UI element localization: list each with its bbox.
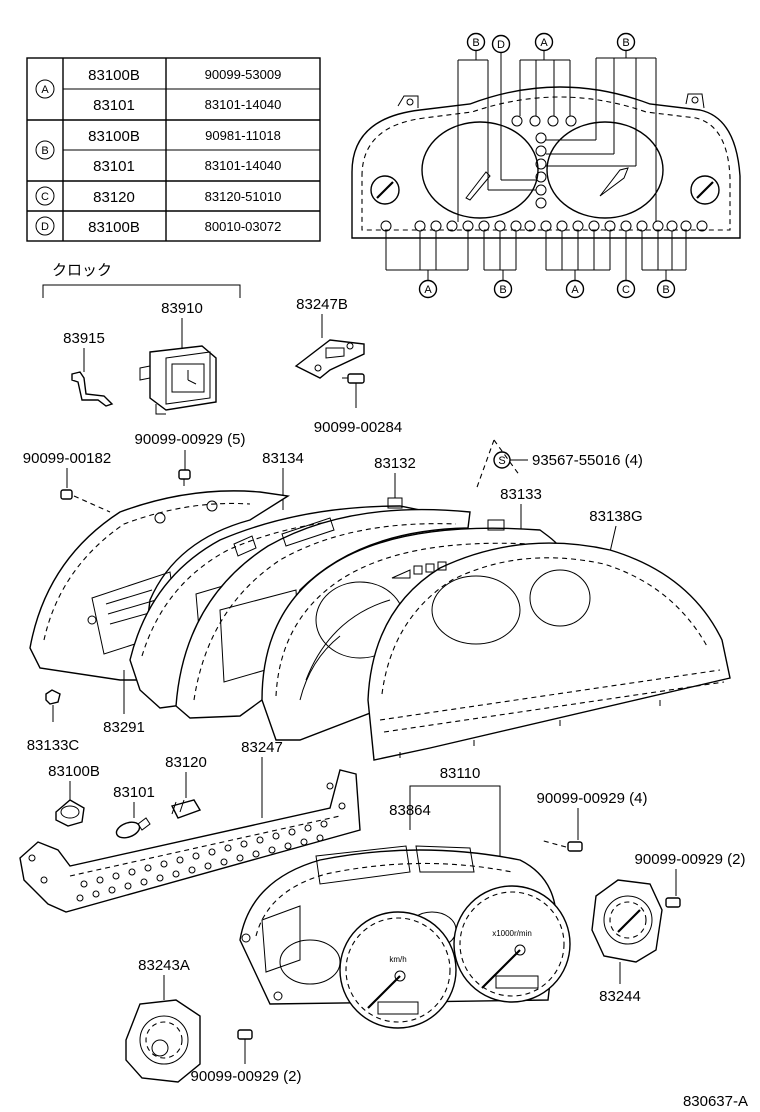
- bulb-socket-table: A B C D 83100B 90099-53009 83101 83101-1…: [26, 57, 321, 242]
- label-83915: 83915: [63, 330, 105, 347]
- table-key-b: B: [35, 140, 55, 160]
- table-part-1: 83100B: [88, 67, 140, 84]
- label-90099-00929-2a: 90099-00929 (2): [635, 851, 746, 868]
- svg-text:B: B: [622, 37, 629, 49]
- svg-text:B: B: [41, 145, 48, 157]
- rear-key-bottom-b2: B: [656, 279, 676, 299]
- svg-text:A: A: [540, 37, 548, 49]
- table-part-3: 83100B: [88, 128, 140, 145]
- rear-key-bottom-b1: B: [493, 279, 513, 299]
- svg-text:B: B: [472, 37, 479, 49]
- gauge-83244: [591, 879, 663, 963]
- cluster-rear-view: B D A B A B A C B: [351, 32, 741, 299]
- label-83132: 83132: [374, 455, 416, 472]
- part-83133c: [45, 689, 61, 722]
- clock-group-label: クロック: [52, 262, 112, 279]
- part-83247b: 83247B 90099-00284: [294, 296, 402, 436]
- screw-90099-00929-4: [539, 808, 583, 852]
- label-83291: 83291: [103, 719, 145, 736]
- svg-text:83247B: 83247B: [296, 296, 348, 313]
- svg-text:C: C: [622, 284, 630, 296]
- screw-90099-00929-2a: [665, 869, 681, 908]
- table-part-5: 83120: [93, 189, 135, 206]
- rear-key-bottom-a2: A: [565, 279, 585, 299]
- svg-text:S: S: [498, 455, 505, 467]
- label-90099-00929-4: 90099-00929 (4): [537, 790, 648, 807]
- clock-bracket-part: [71, 371, 114, 407]
- rear-key-top-d: D: [491, 34, 511, 54]
- svg-text:A: A: [571, 284, 579, 296]
- label-83134: 83134: [262, 450, 304, 467]
- label-83100b: 83100B: [48, 763, 100, 780]
- table-key-d: D: [35, 216, 55, 236]
- label-83138g: 83138G: [589, 508, 642, 525]
- table-key-c: C: [35, 186, 55, 206]
- svg-text:D: D: [497, 39, 505, 51]
- rear-socket-row-top: [511, 115, 577, 127]
- label-83133: 83133: [500, 486, 542, 503]
- screw-90099-00284: [342, 373, 365, 408]
- label-83120: 83120: [165, 754, 207, 771]
- table-number-1: 90099-53009: [205, 67, 282, 82]
- label-90099-00284: 90099-00284: [314, 419, 402, 436]
- svg-text:C: C: [41, 191, 49, 203]
- screw-90099-00929-5: [178, 450, 191, 486]
- gauge-83243a: [125, 999, 201, 1083]
- svg-text:B: B: [499, 284, 506, 296]
- label-83247: 83247: [241, 739, 283, 756]
- table-key-a: A: [35, 79, 55, 99]
- table-number-5: 83120-51010: [205, 189, 282, 204]
- housing-83138g: [367, 542, 731, 761]
- socket-83100b: [55, 799, 85, 827]
- clock-group: クロック 83910 83915: [42, 262, 241, 415]
- rear-top-leaders: [457, 50, 657, 222]
- figure-id: 830637-A: [683, 1093, 748, 1110]
- label-83101: 83101: [113, 784, 155, 801]
- bulb-83101: [115, 817, 151, 839]
- speed-unit-text: km/h: [389, 955, 406, 964]
- socket-83120: [170, 799, 202, 819]
- label-83910: 83910: [161, 300, 203, 317]
- label-90099-00929-5: 90099-00929 (5): [135, 431, 246, 448]
- table-number-2: 83101-14040: [205, 97, 282, 112]
- label-93567-55016: 93567-55016 (4): [532, 452, 643, 469]
- table-part-2: 83101: [93, 97, 135, 114]
- table-part-4: 83101: [93, 158, 135, 175]
- table-number-4: 83101-14040: [205, 158, 282, 173]
- svg-text:A: A: [424, 284, 432, 296]
- label-83864: 83864: [389, 802, 431, 819]
- rear-key-top-b2: B: [616, 32, 636, 52]
- svg-text:B: B: [662, 284, 669, 296]
- table-number-3: 90981-11018: [205, 128, 281, 143]
- svg-text:D: D: [41, 221, 49, 233]
- label-83110: 83110: [440, 765, 481, 782]
- svg-text:A: A: [41, 84, 49, 96]
- screw-93567: S: [475, 439, 528, 491]
- tach-unit-text: x1000r/min: [492, 929, 532, 938]
- rear-key-top-b1: B: [466, 32, 486, 52]
- rear-bottom-leaders: [385, 231, 687, 280]
- screw-90099-00929-2b: [237, 1029, 253, 1064]
- label-83244: 83244: [599, 988, 641, 1005]
- label-90099-00182: 90099-00182: [23, 450, 111, 467]
- label-83133c: 83133C: [27, 737, 80, 754]
- table-number-6: 80010-03072: [205, 219, 282, 234]
- circuit-holes: [76, 820, 328, 902]
- table-part-6: 83100B: [88, 219, 140, 236]
- clock-part: [139, 345, 217, 415]
- label-90099-00929-2b: 90099-00929 (2): [191, 1068, 302, 1085]
- speedometer-dial: km/h: [339, 911, 457, 1029]
- rear-key-bottom-a1: A: [418, 279, 438, 299]
- rear-key-top-a: A: [534, 32, 554, 52]
- tachometer-dial: x1000r/min: [453, 885, 571, 1003]
- label-83243a: 83243A: [138, 957, 190, 974]
- rear-key-bottom-c: C: [616, 279, 636, 299]
- printed-circuit-83247: [19, 769, 361, 913]
- screw-90099-00182: [60, 468, 111, 513]
